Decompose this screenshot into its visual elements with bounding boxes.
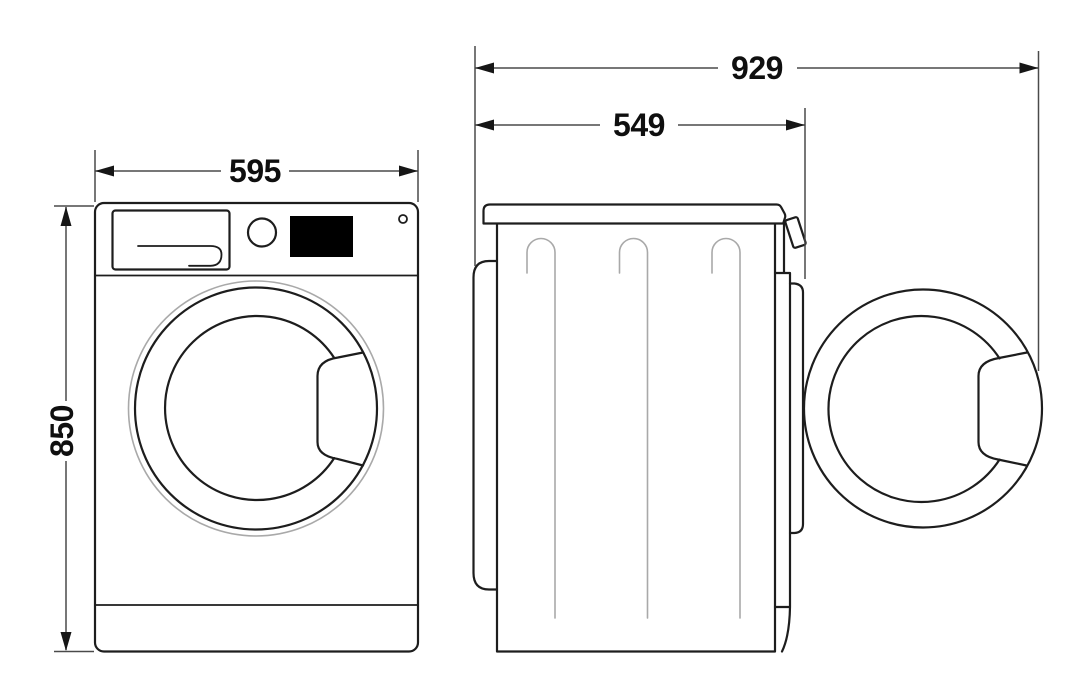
open-door-handle [977,351,1029,467]
side-groove [711,237,741,619]
door-handle [316,351,365,467]
side-depth-open-dimension: 929 [474,46,1040,371]
door-outer-ring-light [127,280,385,537]
extension-line [94,150,419,202]
rear-panel-bulge [472,259,499,591]
extension-line [474,46,1040,371]
drawer-side-handle [784,216,807,249]
side-depth-open-label: 929 [731,50,783,86]
front-width-dimension: 595 [94,150,419,202]
side-depth-dimension: 549 [475,107,806,279]
front-seal-bulge [788,282,805,535]
arrowhead-right [399,165,418,177]
arrowhead-left [95,165,114,177]
door-outer-ring [133,286,379,531]
drawer-handle-recess [137,245,223,267]
front-view [93,201,420,653]
arrowhead-left [475,119,494,131]
power-led [398,214,408,224]
open-door-outer-ring [802,288,1044,529]
display [290,216,353,257]
side-body [495,221,777,653]
arrowhead-right [1019,62,1039,74]
top-lid [482,203,787,225]
arrowhead-right [786,119,805,131]
door-window [163,314,336,502]
front-height-label: 850 [44,405,80,457]
side-depth-label: 549 [613,107,665,143]
arrowhead-top [60,206,72,226]
side-view [472,203,1044,653]
detergent-drawer [111,209,231,271]
extension-line [54,205,94,653]
open-door-window [827,314,1001,504]
program-knob [246,217,278,248]
arrowhead-bottom [60,632,72,651]
front-panel-edge [773,222,792,653]
side-groove [526,237,556,619]
arrowhead-left [475,62,494,74]
front-body [93,201,420,653]
front-height-dimension: 850 [44,205,94,653]
front-width-label: 595 [229,153,281,189]
side-groove [618,237,649,619]
